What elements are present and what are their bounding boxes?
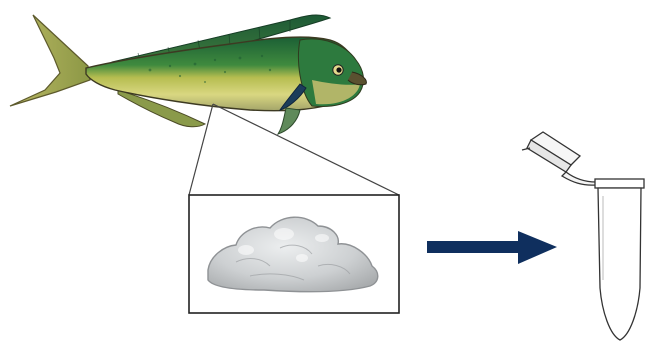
tube-body [598,188,641,340]
arrow-shaft [427,241,521,253]
arrow-right-icon [427,231,557,264]
tube-rim [595,179,644,188]
callout-line-right [213,104,399,195]
arrow-head [518,231,557,264]
fish-pelvic-fin [278,108,300,134]
tube-cap [522,132,580,172]
fish-tail-fin [10,15,90,106]
tube-hinge [562,172,596,185]
microcentrifuge-tube-icon [522,132,644,340]
fish-icon [10,15,366,134]
callout-line-left [189,104,213,195]
